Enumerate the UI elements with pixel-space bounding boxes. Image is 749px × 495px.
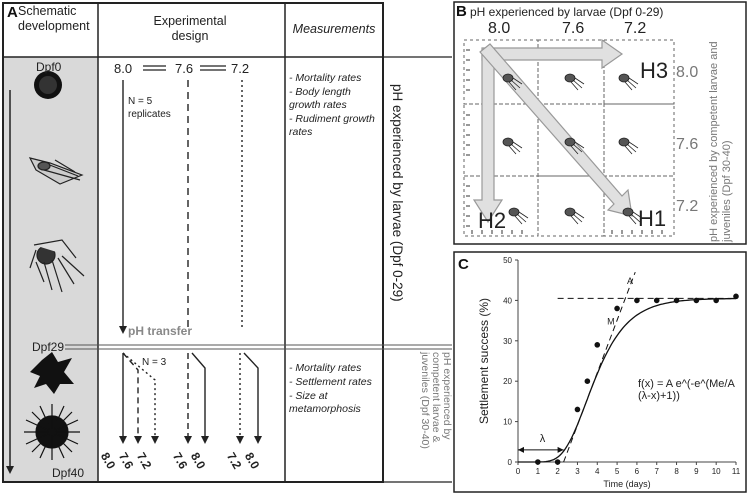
data-point bbox=[574, 406, 581, 413]
data-point bbox=[693, 297, 700, 304]
y-tick-label: 50 bbox=[503, 256, 512, 265]
row-label-8.0: 8.0 bbox=[676, 64, 699, 81]
data-point bbox=[554, 459, 561, 465]
fit-curve bbox=[518, 297, 736, 463]
measurement-item: - Settlement rates bbox=[289, 376, 372, 388]
asymptote-label: A bbox=[627, 276, 633, 286]
replicates-note: N = 5 replicates bbox=[128, 96, 171, 120]
measurement-item: - Body length growth rates bbox=[289, 86, 351, 111]
y-tick-label: 30 bbox=[503, 337, 512, 346]
side-label-juveniles: pH experienced by competent larvae & juv… bbox=[419, 352, 453, 449]
measurement-item: - Rudiment growth rates bbox=[289, 113, 375, 138]
hypothesis-h2: H2 bbox=[478, 208, 507, 233]
panel-c-letter: C bbox=[458, 256, 469, 273]
measurement-item: - Size at metamorphosis bbox=[289, 390, 361, 415]
dpf40-label: Dpf40 bbox=[52, 466, 85, 480]
data-point bbox=[634, 297, 640, 304]
data-point bbox=[673, 297, 680, 304]
data-point bbox=[653, 297, 660, 304]
lambda-label: λ bbox=[540, 433, 546, 445]
x-tick-label: 11 bbox=[732, 467, 741, 476]
organism-early-larva-icon bbox=[28, 157, 84, 185]
experimental-header: Experimental design bbox=[153, 14, 227, 43]
panel-b-letter: B bbox=[456, 3, 467, 20]
ph-top-7.2: 7.2 bbox=[231, 61, 250, 76]
x-tick-label: 4 bbox=[595, 467, 600, 476]
slope-label: M bbox=[607, 317, 615, 327]
y-tick-label: 10 bbox=[503, 418, 512, 427]
y-tick-label: 40 bbox=[503, 296, 512, 305]
hypothesis-h3: H3 bbox=[640, 58, 669, 83]
hypothesis-arrows bbox=[472, 38, 633, 224]
data-point bbox=[733, 293, 739, 300]
tangent-line bbox=[563, 271, 636, 463]
data-point bbox=[584, 378, 591, 384]
x-tick-label: 9 bbox=[694, 467, 699, 476]
x-tick-label: 1 bbox=[536, 467, 541, 476]
panel-b: B pH experienced by larvae (Dpf 0-29) 8.… bbox=[452, 0, 749, 246]
y-axis-label: Settlement success (%) bbox=[477, 298, 491, 424]
split-8.0-to-7.2 bbox=[122, 352, 156, 440]
measurements-top-list: - Mortality rates - Body length growth r… bbox=[289, 72, 381, 140]
col-label-7.2: 7.2 bbox=[624, 20, 647, 37]
measurement-item: - Mortality rates bbox=[289, 72, 362, 84]
measurements-bottom-list: - Mortality rates - Settlement rates - S… bbox=[289, 362, 381, 417]
organism-metamorphic-icon bbox=[30, 352, 74, 394]
arrow-h1 bbox=[479, 43, 633, 217]
ph-top-8.0: 8.0 bbox=[114, 61, 133, 76]
side-label-larvae: pH experienced by larvae (Dpf 0-29) bbox=[390, 84, 405, 302]
equal-signs-top bbox=[143, 65, 226, 71]
x-tick-label: 6 bbox=[635, 467, 640, 476]
x-tick-label: 3 bbox=[575, 467, 580, 476]
lambda-arrowhead-right bbox=[557, 446, 564, 453]
ph-top-7.6: 7.6 bbox=[175, 61, 194, 76]
x-tick-label: 8 bbox=[674, 467, 679, 476]
x-tick-label: 5 bbox=[615, 467, 620, 476]
dpf29-label: Dpf29 bbox=[32, 340, 65, 354]
organism-late-larva-icon bbox=[29, 239, 85, 293]
x-tick-label: 7 bbox=[655, 467, 660, 476]
x-axis-label: Time (days) bbox=[603, 479, 650, 489]
schematic-column-bg bbox=[3, 57, 98, 482]
schematic-header: Schematic development bbox=[18, 4, 90, 33]
split-7.6-to-8.0 bbox=[191, 352, 206, 440]
split-7.2-to-8.0 bbox=[243, 352, 259, 440]
n3-note: N = 3 bbox=[142, 357, 167, 368]
x-tick-label: 2 bbox=[555, 467, 560, 476]
row-label-7.6: 7.6 bbox=[676, 136, 699, 153]
col-label-8.0: 8.0 bbox=[488, 20, 511, 37]
data-point bbox=[713, 297, 719, 304]
lambda-arrowhead-left bbox=[518, 446, 524, 453]
arrow-h2 bbox=[472, 49, 504, 224]
organism-juvenile-urchin-icon bbox=[24, 404, 80, 460]
col-label-7.6: 7.6 bbox=[562, 20, 585, 37]
hypothesis-h1: H1 bbox=[638, 206, 667, 231]
data-point bbox=[594, 342, 601, 348]
panel-a: A Schematic development Experimental des… bbox=[2, 2, 453, 483]
dpf0-label: Dpf0 bbox=[36, 60, 62, 74]
measurement-item: - Mortality rates bbox=[289, 362, 362, 374]
panel-b-side-label: pH experienced by competent larvae and j… bbox=[708, 41, 733, 242]
panel-b-frame bbox=[453, 1, 747, 245]
data-point bbox=[535, 459, 541, 465]
x-tick-label: 10 bbox=[712, 467, 721, 476]
row-label-7.2: 7.2 bbox=[676, 198, 699, 215]
x-tick-label: 0 bbox=[516, 467, 521, 476]
ph-transfer-label: pH transfer bbox=[128, 324, 193, 338]
panel-a-letter: A bbox=[7, 4, 18, 21]
data-point bbox=[614, 305, 620, 312]
organism-egg-icon bbox=[34, 71, 62, 99]
split-8.0-to-7.6 bbox=[122, 352, 139, 440]
fit-formula: f(x) = A e^(-e^(Me/A (λ-x)+1)) bbox=[638, 378, 735, 402]
panel-a-frame bbox=[2, 2, 452, 483]
panel-b-title: pH experienced by larvae (Dpf 0-29) bbox=[470, 5, 664, 19]
y-tick-label: 0 bbox=[508, 458, 513, 467]
measurements-header: Measurements bbox=[292, 22, 376, 36]
y-tick-label: 20 bbox=[503, 377, 512, 386]
larva-icons bbox=[502, 73, 643, 225]
